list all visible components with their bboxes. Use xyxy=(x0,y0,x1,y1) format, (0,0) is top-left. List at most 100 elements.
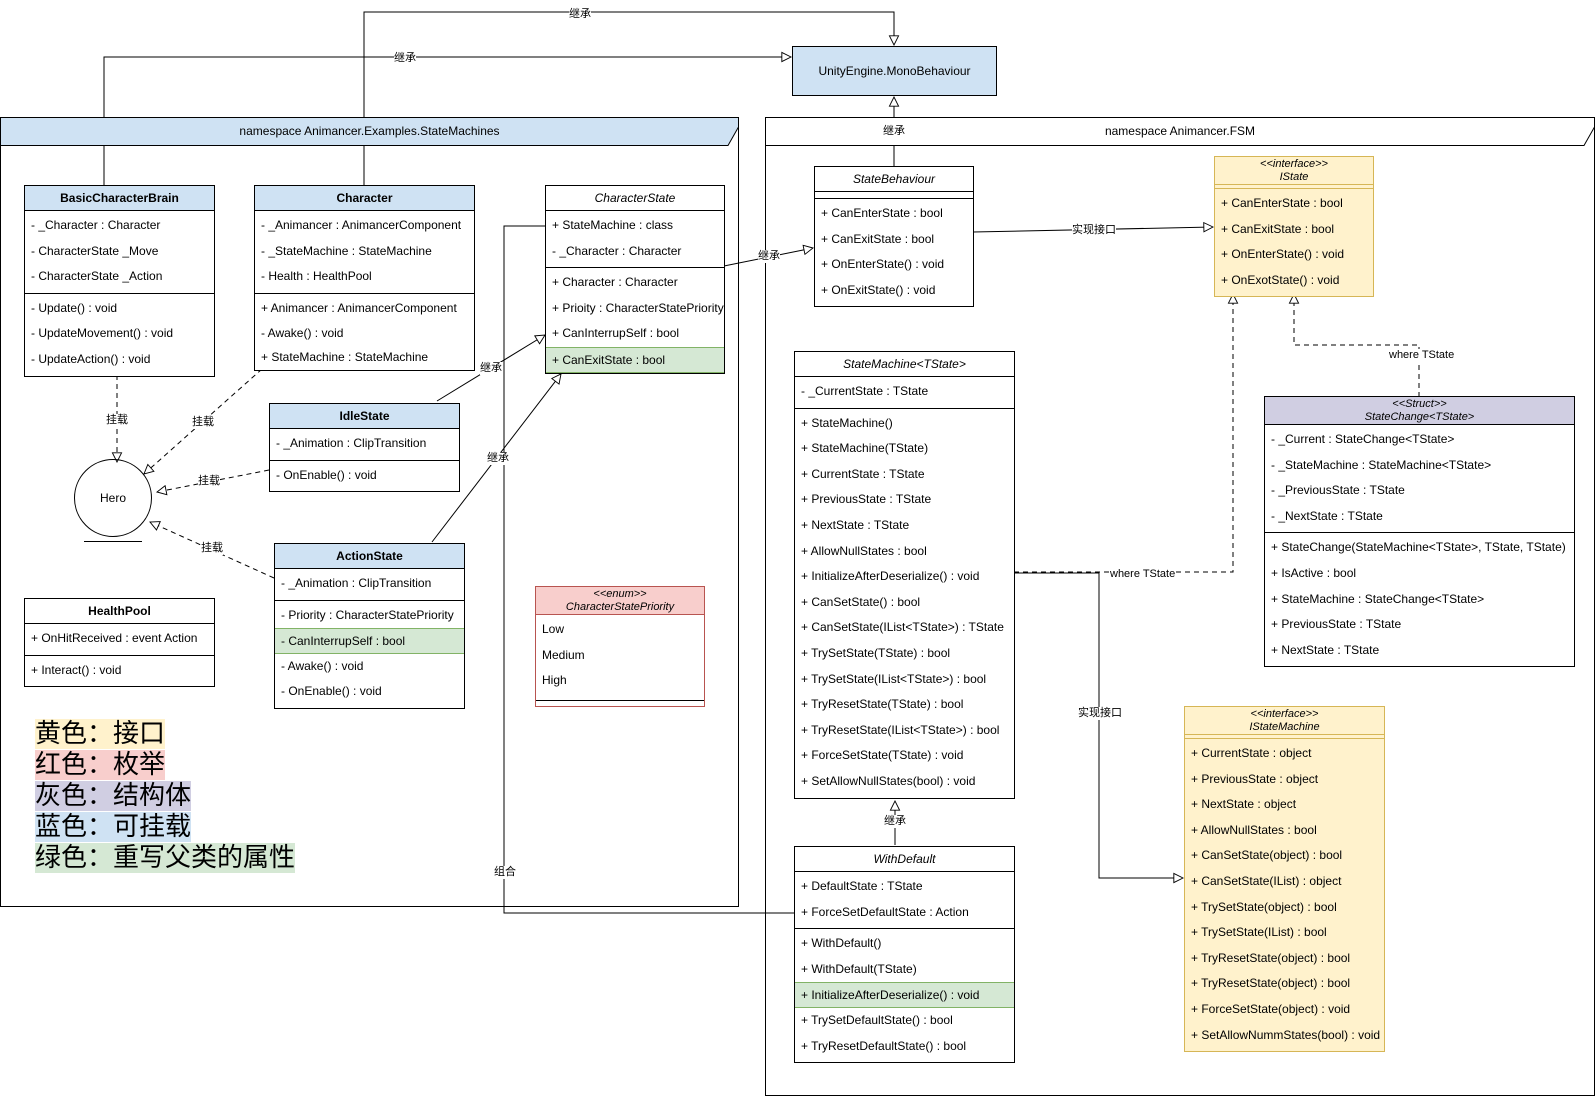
operation: + WithDefault() xyxy=(801,936,882,951)
legend-mountable: 蓝色：可挂载 xyxy=(35,812,192,843)
label-inherit: 继承 xyxy=(487,452,509,465)
operation: + TrySetDefaultState() : bool xyxy=(801,1012,953,1027)
struct-name: StateChange<TState> xyxy=(1364,411,1475,423)
operation: + TrySetState(TState) : bool xyxy=(801,645,951,660)
legend-interface: 黄色：接口 xyxy=(35,719,166,750)
monobehaviour-name: UnityEngine.MonoBehaviour xyxy=(818,64,971,78)
operation: - OnEnable() : void xyxy=(281,684,382,699)
package-examples: namespace Animancer.Examples.StateMachin… xyxy=(0,117,739,907)
operation: + CanEnterState : bool xyxy=(1221,196,1343,210)
label-inherit: 继承 xyxy=(883,125,905,138)
operation: + CanExitState : bool xyxy=(821,231,935,246)
struct-state-change: <<Struct>> StateChange<TState> - _Curren… xyxy=(1264,396,1575,668)
operation: + AllowNullStates : bool xyxy=(801,543,927,558)
operation: + SetAllowNullStates(bool) : void xyxy=(801,773,976,788)
enum-value: Medium xyxy=(542,647,585,662)
operation: - OnEnable() : void xyxy=(276,467,377,482)
label-where: where TState xyxy=(1389,349,1455,362)
operation: + AllowNullStates : bool xyxy=(1191,822,1317,837)
enum-name: CharacterStatePriority xyxy=(565,601,675,613)
attribute: - _Animation : ClipTransition xyxy=(281,576,432,590)
operation: + ForceSetState(object) : void xyxy=(1191,1001,1351,1016)
edge-statechange-where-istate xyxy=(1294,294,1420,397)
operation: + TryResetState(object) : bool xyxy=(1191,950,1351,965)
attribute: - _Current : StateChange<TState> xyxy=(1271,432,1455,446)
interface-stereotype: <<interface>> xyxy=(1250,708,1319,720)
operation: - Priority : CharacterStatePriority xyxy=(281,607,454,622)
operation: + NextState : TState xyxy=(801,517,910,532)
class-name: HealthPool xyxy=(25,599,214,624)
interface-header: <<interface>> IState xyxy=(1215,157,1373,185)
operation: + TryResetState(IList<TState>) : bool xyxy=(801,722,1000,737)
class-with-default: WithDefault + DefaultState : TState + Fo… xyxy=(794,846,1015,1064)
label-inherit: 继承 xyxy=(480,362,502,375)
operation: + OnExotState() : void xyxy=(1221,272,1340,287)
operation: + PreviousState : object xyxy=(1191,771,1319,786)
interface-istate-machine: <<interface>> IStateMachine + CurrentSta… xyxy=(1184,706,1385,1053)
attribute: - _CurrentState : TState xyxy=(801,384,929,398)
attribute: - _Animation : ClipTransition xyxy=(276,436,427,450)
attribute: - _Animancer : AnimancerComponent xyxy=(261,218,462,232)
edge-withdefault-composition xyxy=(503,222,794,914)
operation: - Awake() : void xyxy=(281,658,364,673)
operation: + TrySetState(IList) : bool xyxy=(1191,925,1327,940)
package-fsm: namespace Animancer.FSM xyxy=(765,117,1595,1096)
operation: + CanSetState(IList) : object xyxy=(1191,873,1342,888)
class-name: Character xyxy=(255,186,474,211)
class-idle-state: IdleState - _Animation : ClipTransition … xyxy=(269,403,460,493)
operation: + Interact() : void xyxy=(31,662,122,677)
enum-value: High xyxy=(542,673,567,688)
operation: + PreviousState : TState xyxy=(1271,617,1402,632)
operation: + TrySetState(object) : bool xyxy=(1191,899,1337,914)
legend-text: 红色：枚举 xyxy=(35,750,166,780)
operation: + Prioity : CharacterStatePriority xyxy=(552,300,724,315)
attribute: + StateMachine : class xyxy=(552,218,674,232)
override-operation: + InitializeAfterDeserialize() : void xyxy=(795,982,1014,1008)
edge-character-to-monobehaviour xyxy=(363,11,894,185)
hero-label: Hero xyxy=(99,491,126,505)
class-state-machine: StateMachine<TState> - _CurrentState : T… xyxy=(794,351,1015,799)
operation: + TryResetDefaultState() : bool xyxy=(801,1038,967,1053)
operation: + CanExitState : bool xyxy=(1221,221,1335,236)
enum-character-state-priority: <<enum>> CharacterStatePriority Low Medi… xyxy=(535,586,705,707)
attribute: - _NextState : TState xyxy=(1271,508,1383,523)
operation: + CurrentState : object xyxy=(1191,746,1312,760)
operation: + StateMachine : StateChange<TState> xyxy=(1271,591,1485,606)
label-compose: 组合 xyxy=(494,866,516,879)
operation: + StateMachine : StateMachine xyxy=(261,349,429,364)
operation: + StateMachine(TState) xyxy=(801,441,929,456)
hero-base-line xyxy=(84,541,142,542)
empty-attribute-section xyxy=(1185,735,1384,739)
operation: + CanInterrupSelf : bool xyxy=(552,326,680,341)
class-name: CharacterState xyxy=(546,186,724,211)
attribute: - _Character : Character xyxy=(552,243,682,258)
operation: + Animancer : AnimancerComponent xyxy=(261,300,457,315)
class-health-pool: HealthPool + OnHitReceived : event Actio… xyxy=(24,598,215,688)
package-fsm-title: namespace Animancer.FSM xyxy=(1104,124,1256,138)
class-action-state: ActionState - _Animation : ClipTransitio… xyxy=(274,543,465,709)
interface-header: <<interface>> IStateMachine xyxy=(1185,707,1384,735)
operation: + CanSetState() : bool xyxy=(801,594,921,609)
hero-node: Hero xyxy=(74,459,152,537)
attribute: + ForceSetDefaultState : Action xyxy=(801,904,969,919)
operation: + TryResetState(object) : bool xyxy=(1191,976,1351,991)
label-inherit: 继承 xyxy=(394,52,416,65)
class-basic-character-brain: BasicCharacterBrain - _Character : Chara… xyxy=(24,185,215,377)
struct-header: <<Struct>> StateChange<TState> xyxy=(1265,397,1574,425)
enum-divider xyxy=(536,699,704,706)
attribute: - CharacterState _Action xyxy=(31,269,163,284)
label-implement: 实现接口 xyxy=(1078,707,1122,720)
label-mount: 挂载 xyxy=(106,414,128,427)
operation: + OnEnterState() : void xyxy=(1221,247,1345,262)
interface-istate: <<interface>> IState + CanEnterState : b… xyxy=(1214,156,1374,298)
legend-text: 蓝色：可挂载 xyxy=(35,812,192,842)
operation: + SetAllowNummStates(bool) : void xyxy=(1191,1027,1381,1042)
operation: + OnEnterState() : void xyxy=(821,257,945,272)
override-operation: + CanExitState : bool xyxy=(546,346,724,373)
operation: + StateMachine() xyxy=(801,415,893,430)
interface-name: IState xyxy=(1279,171,1309,183)
package-examples-title: namespace Animancer.Examples.StateMachin… xyxy=(239,124,500,138)
attribute: + DefaultState : TState xyxy=(801,879,923,893)
label-inherit: 继承 xyxy=(758,250,780,263)
attribute: - CharacterState _Move xyxy=(31,243,159,258)
